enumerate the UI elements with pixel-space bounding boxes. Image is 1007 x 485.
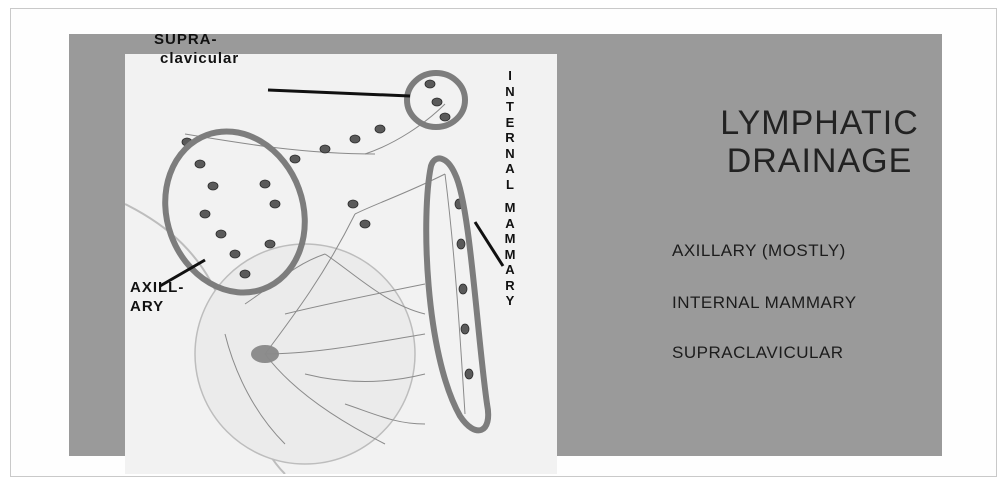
label-supra: SUPRA- (154, 31, 218, 49)
breast-outline (195, 244, 415, 464)
title-line-2: DRAINAGE (656, 142, 983, 180)
supra-pointer (268, 90, 410, 96)
title-line-1: LYMPHATIC (656, 104, 983, 142)
lymphatic-diagram (125, 54, 557, 474)
label-clavicular: clavicular (160, 50, 239, 68)
label-axill: AXILL- (130, 279, 184, 297)
label-ary: ARY (130, 298, 164, 316)
bullet-internal-mammary: INTERNAL MAMMARY (672, 293, 857, 313)
slide-title: LYMPHATIC DRAINAGE (656, 104, 983, 180)
anatomy-illustration (125, 54, 557, 474)
internal-mammary-pointer (475, 222, 503, 266)
bullet-supraclavicular: SUPRACLAVICULAR (672, 343, 844, 363)
bullet-axillary: AXILLARY (MOSTLY) (672, 241, 846, 261)
